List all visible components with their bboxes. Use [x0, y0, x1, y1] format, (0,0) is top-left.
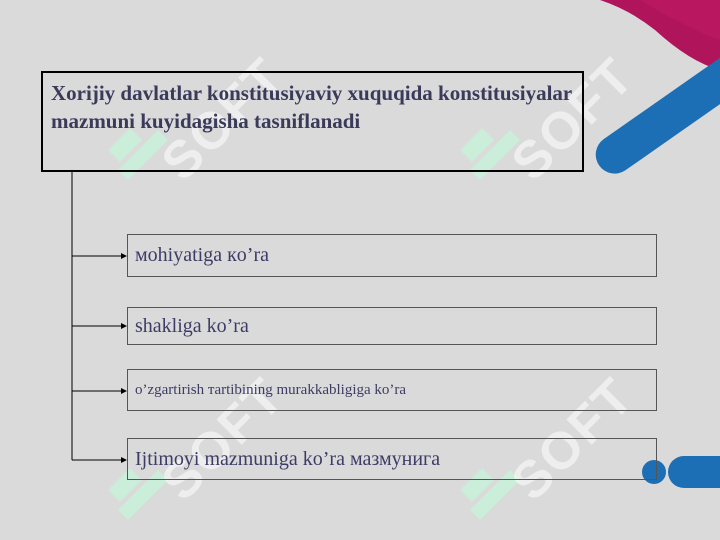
category-label: o’zgartirish тartibining murakkabligiga … [135, 381, 407, 398]
category-box: Ijtimoyi mazmuniga ko’ra мазмунига [127, 438, 657, 480]
blue-dot [642, 460, 666, 484]
title-box: Xorijiy davlatlar konstitusiyaviy xuquqi… [41, 71, 584, 172]
category-label: мohiyatiga кo’ra [135, 244, 269, 266]
category-box: мohiyatiga кo’ra [127, 234, 657, 277]
blue-pill [668, 456, 720, 488]
category-label: Ijtimoyi mazmuniga ko’ra мазмунига [135, 447, 441, 470]
category-label: shakliga ko’ra [135, 314, 249, 337]
category-box: shakliga ko’ra [127, 307, 657, 345]
blue-stripe [595, 48, 720, 174]
watermark-logo [108, 128, 520, 520]
category-box: o’zgartirish тartibining murakkabligiga … [127, 369, 657, 411]
magenta-swoosh-lower [640, 0, 720, 40]
